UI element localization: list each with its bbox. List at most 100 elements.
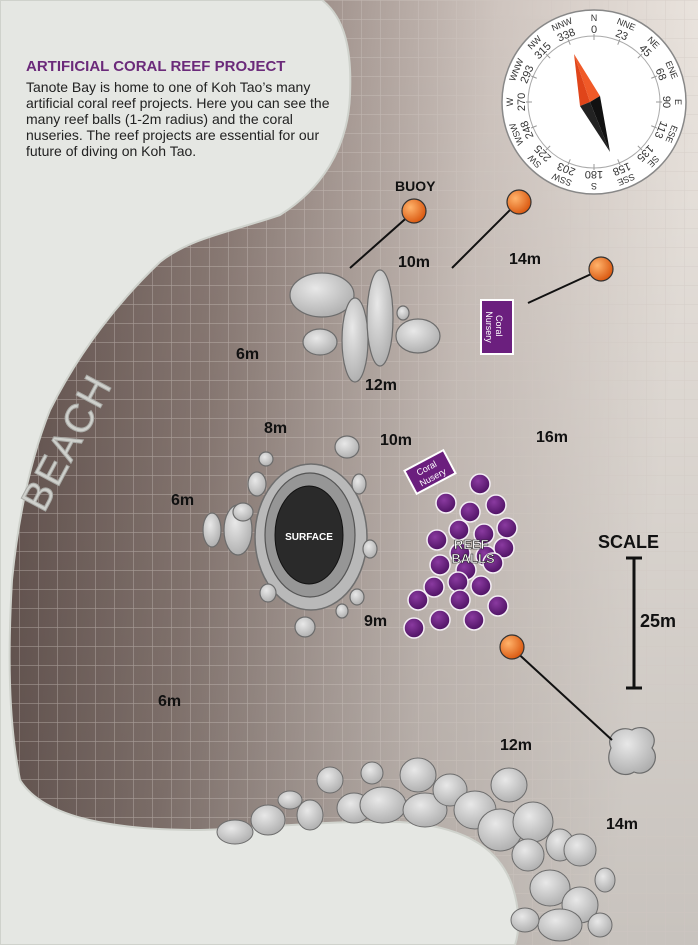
reef-ball bbox=[493, 537, 515, 559]
rock bbox=[529, 869, 571, 907]
rock bbox=[399, 757, 437, 793]
reef-ball bbox=[423, 576, 445, 598]
rock bbox=[216, 819, 254, 845]
rock bbox=[511, 838, 545, 872]
reef-ball bbox=[447, 571, 469, 593]
compass-tick bbox=[637, 145, 643, 151]
reef-ball bbox=[496, 517, 518, 539]
compass-direction: N bbox=[591, 13, 598, 23]
reef-ball bbox=[469, 473, 491, 495]
reef-ball bbox=[482, 552, 504, 574]
rock bbox=[587, 912, 613, 938]
buoys bbox=[401, 189, 614, 660]
depth-label: 8m bbox=[264, 420, 287, 437]
compass-tick bbox=[637, 53, 643, 59]
depth-label: 6m bbox=[171, 492, 194, 509]
reef-ball bbox=[473, 523, 495, 545]
buoy-marker bbox=[401, 198, 427, 224]
compass-degree: 23 bbox=[614, 28, 630, 44]
page-title: ARTIFICIAL CORAL REEF PROJECT bbox=[26, 58, 286, 75]
compass-direction: S bbox=[591, 181, 597, 191]
rock bbox=[360, 761, 384, 785]
reef-ball bbox=[407, 589, 429, 611]
compass-needle-north bbox=[574, 54, 590, 106]
reef-balls-group bbox=[403, 473, 518, 639]
rock bbox=[296, 799, 324, 831]
description-text: Tanote Bay is home to one of Koh Tao’s m… bbox=[26, 79, 330, 159]
buoy-label: BUOY bbox=[395, 178, 436, 194]
rock bbox=[537, 908, 583, 942]
reef-ball bbox=[435, 492, 457, 514]
compass-tick bbox=[545, 145, 551, 151]
info-box: ARTIFICIAL CORAL REEF PROJECT Tanote Bay… bbox=[26, 58, 346, 159]
depth-label: 14m bbox=[606, 816, 638, 833]
compass-tick bbox=[545, 53, 551, 59]
rock bbox=[512, 801, 554, 843]
depth-label: 9m bbox=[364, 613, 387, 630]
rock bbox=[277, 790, 303, 810]
reef-ball bbox=[429, 609, 451, 631]
reef-ball bbox=[403, 617, 425, 639]
rock bbox=[250, 804, 286, 836]
rock bbox=[594, 867, 616, 893]
reef-ball bbox=[470, 575, 492, 597]
depth-label: 10m bbox=[398, 254, 430, 271]
land-beach bbox=[0, 0, 520, 945]
compass-tick bbox=[567, 38, 571, 45]
reef-ball bbox=[448, 519, 470, 541]
compass-degree: 180 bbox=[585, 168, 603, 180]
rock bbox=[510, 907, 540, 933]
scale-label: SCALE bbox=[598, 532, 659, 552]
compass-tick bbox=[651, 125, 658, 129]
compass-direction: E bbox=[673, 99, 683, 105]
surface-label: SURFACE bbox=[285, 532, 333, 543]
compass-needle-south bbox=[580, 102, 610, 152]
compass-tick bbox=[617, 38, 621, 45]
compass-degree: 68 bbox=[653, 66, 669, 82]
buoy-lines bbox=[349, 202, 613, 741]
depth-label: 6m bbox=[158, 693, 181, 710]
rock bbox=[359, 786, 407, 824]
reef-ball bbox=[485, 494, 507, 516]
reef-ball bbox=[487, 595, 509, 617]
rock bbox=[563, 833, 597, 867]
scale-bar: SCALE 25m bbox=[598, 532, 676, 690]
depth-label: 6m bbox=[236, 346, 259, 363]
reef-ball bbox=[463, 609, 485, 631]
compass-needle-north bbox=[574, 54, 600, 102]
buoy-marker bbox=[499, 634, 525, 660]
rocks-around-island bbox=[202, 435, 378, 638]
depth-label: 12m bbox=[365, 377, 397, 394]
rock bbox=[316, 766, 344, 794]
reef-ball bbox=[426, 529, 448, 551]
rock bbox=[402, 792, 448, 828]
reef-ball bbox=[449, 589, 471, 611]
depth-label: 14m bbox=[509, 251, 541, 268]
rocks-upper bbox=[289, 269, 441, 383]
rock-right bbox=[608, 727, 656, 776]
depth-label: 12m bbox=[500, 737, 532, 754]
reef-balls-label: REEF BALLS bbox=[451, 537, 495, 566]
compass-tick bbox=[567, 159, 571, 166]
rocks-lower bbox=[216, 757, 616, 942]
reef-ball bbox=[429, 554, 451, 576]
island-surface bbox=[254, 463, 368, 611]
depth-labels: 10m 14m 6m 12m 8m 10m 16m 6m 9m 6m 12m 1… bbox=[158, 251, 638, 833]
reef-ball bbox=[459, 501, 481, 523]
compass-tick bbox=[530, 75, 537, 79]
compass-tick bbox=[530, 125, 537, 129]
depth-label: 10m bbox=[380, 432, 412, 449]
compass-degree: 270 bbox=[516, 93, 528, 111]
scale-value: 25m bbox=[640, 611, 676, 631]
depth-label: 16m bbox=[536, 429, 568, 446]
compass-direction: W bbox=[505, 97, 515, 106]
svg-text:Coral Nursery: Coral Nursery bbox=[484, 311, 504, 343]
compass-degree: 0 bbox=[591, 24, 597, 36]
buoy-marker bbox=[506, 189, 532, 215]
coral-nursery-1: Coral Nursery bbox=[480, 299, 514, 355]
compass-needle-south bbox=[590, 96, 610, 152]
buoy-marker bbox=[588, 256, 614, 282]
compass-tick bbox=[651, 75, 658, 79]
